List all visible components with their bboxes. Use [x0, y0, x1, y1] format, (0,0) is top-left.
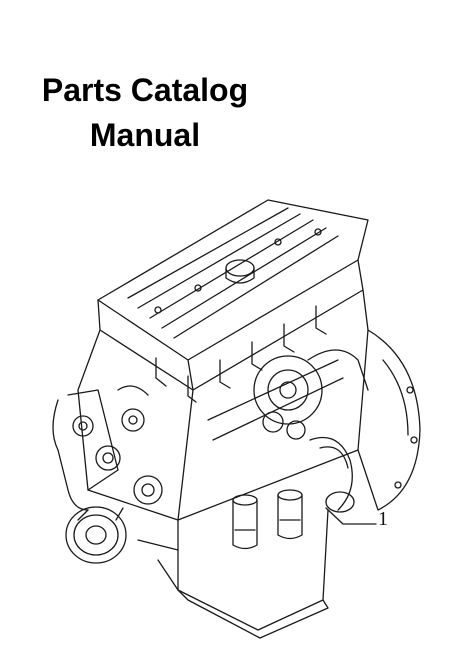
flywheel-housing — [357, 329, 421, 511]
belt-drive — [52, 389, 163, 511]
turbocharger — [253, 349, 369, 440]
oil-pan — [137, 509, 329, 639]
title-line-2: Manual — [89, 117, 201, 153]
injector-pipes — [155, 305, 327, 403]
callout-number: 1 — [378, 508, 388, 530]
cover-title: Parts Catalog Manual — [0, 68, 290, 158]
engine-block — [77, 289, 369, 521]
callout-leader-line — [325, 507, 377, 525]
oil-filters — [232, 489, 303, 550]
intake-pipe — [309, 436, 355, 513]
title-line-1: Parts Catalog — [41, 72, 249, 108]
engine-illustration — [52, 199, 421, 639]
valve-cover — [97, 199, 369, 391]
damper-pulley — [65, 506, 127, 564]
